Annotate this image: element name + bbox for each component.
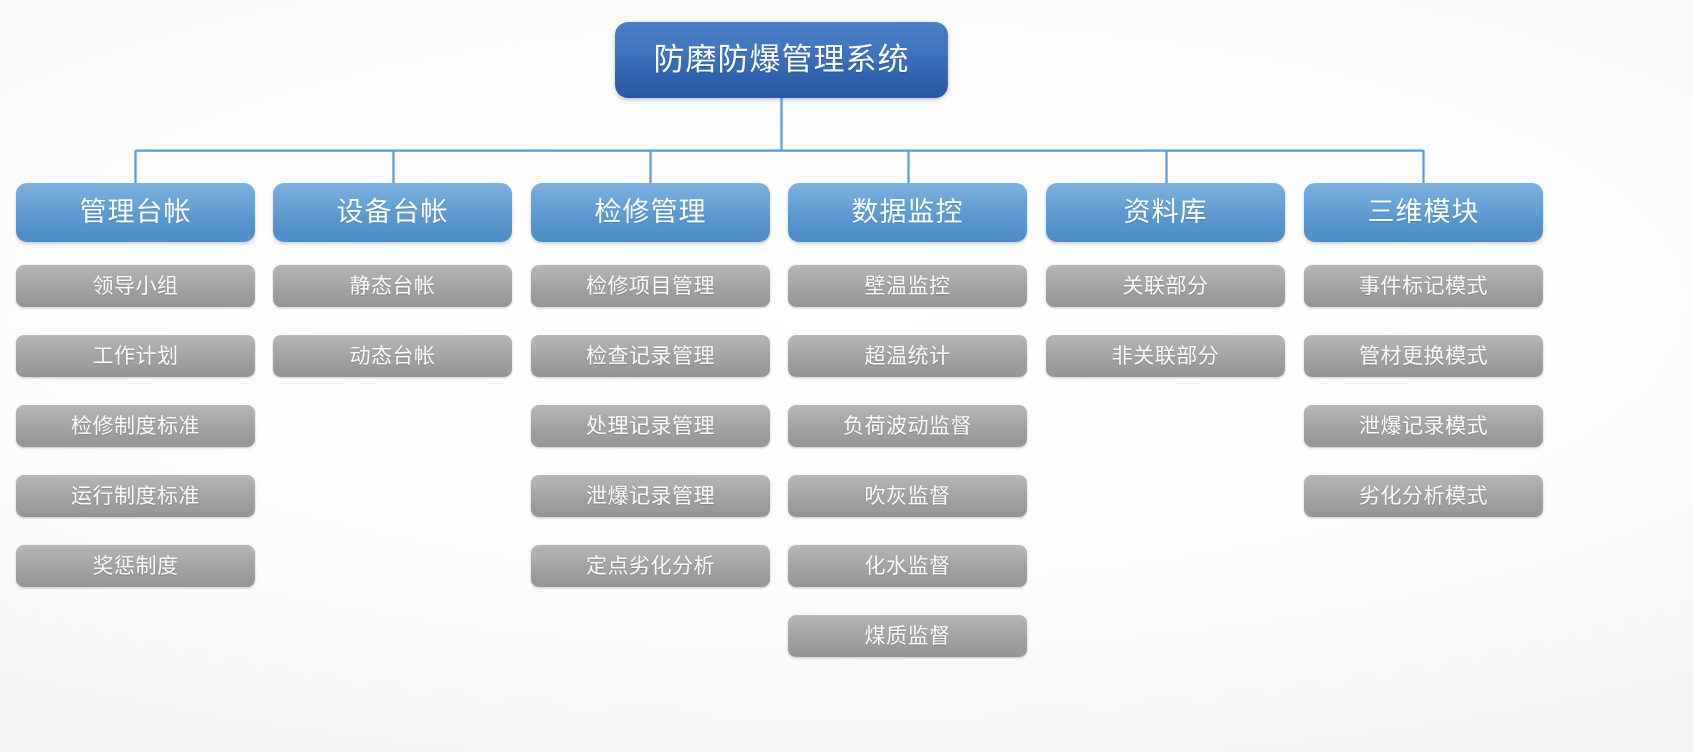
leaf-node[interactable]: 检修项目管理	[531, 265, 770, 307]
branch-column-3: 检修管理 检修项目管理 检查记录管理 处理记录管理 泄爆记录管理 定点劣化分析	[531, 183, 770, 615]
leaf-node-label: 运行制度标准	[71, 483, 200, 508]
leaf-node-label: 检修项目管理	[586, 273, 715, 298]
branch-node-maintenance-management[interactable]: 检修管理	[531, 183, 770, 242]
leaf-node-label: 检修制度标准	[71, 413, 200, 438]
leaf-node[interactable]: 定点劣化分析	[531, 545, 770, 587]
leaf-node[interactable]: 工作计划	[16, 335, 255, 377]
leaf-node-label: 奖惩制度	[92, 553, 179, 578]
root-node-management-system[interactable]: 防磨防爆管理系统	[615, 22, 948, 98]
leaf-node[interactable]: 处理记录管理	[531, 405, 770, 447]
leaf-node-label: 非关联部分	[1111, 343, 1220, 368]
leaf-node-label: 泄爆记录模式	[1359, 413, 1488, 438]
leaf-list-5: 关联部分 非关联部分	[1046, 265, 1285, 377]
leaf-node-label: 劣化分析模式	[1359, 483, 1488, 508]
leaf-node-label: 负荷波动监督	[843, 413, 972, 438]
leaf-node[interactable]: 非关联部分	[1046, 335, 1285, 377]
leaf-node-label: 吹灰监督	[864, 483, 951, 508]
leaf-node[interactable]: 奖惩制度	[16, 545, 255, 587]
leaf-node[interactable]: 壁温监控	[788, 265, 1027, 307]
leaf-node-label: 检查记录管理	[586, 343, 715, 368]
branch-column-1: 管理台帐 领导小组 工作计划 检修制度标准 运行制度标准 奖惩制度	[16, 183, 255, 615]
leaf-node[interactable]: 劣化分析模式	[1304, 475, 1543, 517]
leaf-node[interactable]: 泄爆记录管理	[531, 475, 770, 517]
leaf-node[interactable]: 事件标记模式	[1304, 265, 1543, 307]
leaf-list-2: 静态台帐 动态台帐	[273, 265, 512, 377]
branch-node-label: 数据监控	[851, 197, 964, 228]
leaf-list-1: 领导小组 工作计划 检修制度标准 运行制度标准 奖惩制度	[16, 265, 255, 587]
branch-node-data-monitoring[interactable]: 数据监控	[788, 183, 1027, 242]
branch-column-4: 数据监控 壁温监控 超温统计 负荷波动监督 吹灰监督 化水监督 煤质监督	[788, 183, 1027, 685]
branch-node-equipment-ledger[interactable]: 设备台帐	[273, 183, 512, 242]
leaf-node-label: 定点劣化分析	[586, 553, 715, 578]
leaf-node-label: 化水监督	[864, 553, 951, 578]
leaf-list-6: 事件标记模式 管材更换模式 泄爆记录模式 劣化分析模式	[1304, 265, 1543, 517]
leaf-node[interactable]: 管材更换模式	[1304, 335, 1543, 377]
leaf-node-label: 关联部分	[1122, 273, 1209, 298]
leaf-node[interactable]: 检查记录管理	[531, 335, 770, 377]
leaf-node[interactable]: 关联部分	[1046, 265, 1285, 307]
leaf-node[interactable]: 吹灰监督	[788, 475, 1027, 517]
leaf-node-label: 事件标记模式	[1359, 273, 1488, 298]
leaf-node-label: 管材更换模式	[1359, 343, 1488, 368]
branch-node-label: 资料库	[1123, 197, 1208, 228]
branch-node-3d-module[interactable]: 三维模块	[1304, 183, 1543, 242]
leaf-node-label: 煤质监督	[864, 623, 951, 648]
branch-node-label: 设备台帐	[336, 197, 449, 228]
leaf-node[interactable]: 动态台帐	[273, 335, 512, 377]
leaf-node-label: 超温统计	[864, 343, 951, 368]
leaf-node-label: 处理记录管理	[586, 413, 715, 438]
leaf-node-label: 静态台帐	[349, 273, 436, 298]
branch-column-6: 三维模块 事件标记模式 管材更换模式 泄爆记录模式 劣化分析模式	[1304, 183, 1543, 545]
leaf-node[interactable]: 负荷波动监督	[788, 405, 1027, 447]
root-node-label: 防磨防爆管理系统	[653, 41, 910, 78]
branch-column-2: 设备台帐 静态台帐 动态台帐	[273, 183, 512, 405]
leaf-node[interactable]: 运行制度标准	[16, 475, 255, 517]
branch-column-5: 资料库 关联部分 非关联部分	[1046, 183, 1285, 405]
leaf-node-label: 工作计划	[92, 343, 179, 368]
leaf-node-label: 领导小组	[92, 273, 179, 298]
leaf-node-label: 壁温监控	[864, 273, 951, 298]
branch-node-label: 管理台帐	[79, 197, 192, 228]
leaf-node-label: 泄爆记录管理	[586, 483, 715, 508]
leaf-node[interactable]: 检修制度标准	[16, 405, 255, 447]
leaf-node-label: 动态台帐	[349, 343, 436, 368]
leaf-node[interactable]: 泄爆记录模式	[1304, 405, 1543, 447]
branch-node-label: 三维模块	[1367, 197, 1480, 228]
leaf-node[interactable]: 领导小组	[16, 265, 255, 307]
branch-node-management-ledger[interactable]: 管理台帐	[16, 183, 255, 242]
branch-node-label: 检修管理	[594, 197, 707, 228]
leaf-node[interactable]: 煤质监督	[788, 615, 1027, 657]
leaf-node[interactable]: 化水监督	[788, 545, 1027, 587]
leaf-node[interactable]: 静态台帐	[273, 265, 512, 307]
branch-node-data-library[interactable]: 资料库	[1046, 183, 1285, 242]
leaf-list-4: 壁温监控 超温统计 负荷波动监督 吹灰监督 化水监督 煤质监督	[788, 265, 1027, 657]
leaf-list-3: 检修项目管理 检查记录管理 处理记录管理 泄爆记录管理 定点劣化分析	[531, 265, 770, 587]
leaf-node[interactable]: 超温统计	[788, 335, 1027, 377]
